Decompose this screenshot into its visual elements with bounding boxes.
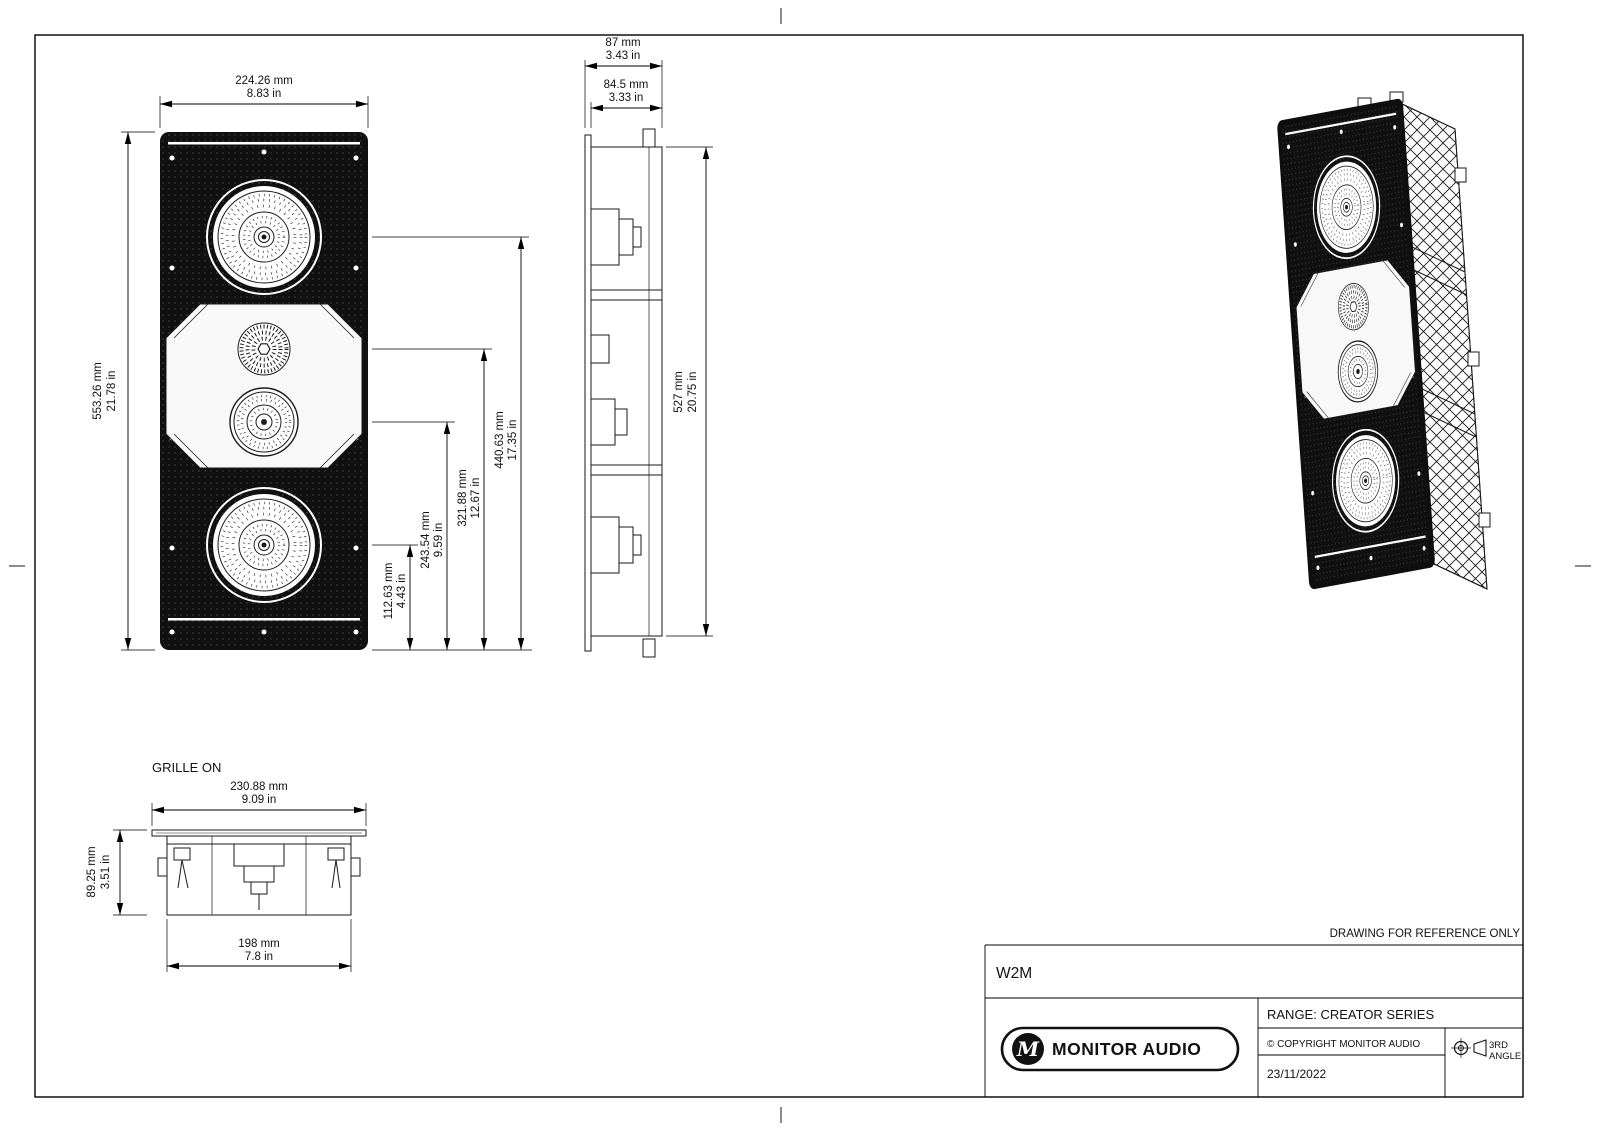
dim-front-width: 224.26 mm 8.83 in <box>159 75 369 128</box>
date-label: 23/11/2022 <box>1267 1067 1326 1081</box>
iso-divider-ribs <box>1409 245 1477 438</box>
grille-view-label: GRILLE ON <box>152 760 221 775</box>
dim-side-height-in: 20.75 in <box>687 372 699 413</box>
dim-side-depth-body-mm: 84.5 mm <box>604 79 649 91</box>
dim-grille-height: 89.25 mm 3.51 in <box>86 829 147 916</box>
dim-grille-width: 230.88 mm 9.09 in <box>151 781 367 826</box>
dim-grille-cutout-in: 7.8 in <box>245 951 273 963</box>
reference-note: DRAWING FOR REFERENCE ONLY <box>1330 928 1521 940</box>
dim-offset-2-mm: 243.54 mm <box>420 511 432 569</box>
dim-grille-height-in: 3.51 in <box>100 855 112 890</box>
dim-offset-3-mm: 321.88 mm <box>457 469 469 527</box>
copyright-label: © COPYRIGHT MONITOR AUDIO <box>1267 1039 1420 1050</box>
side-profile-drawing <box>584 128 663 658</box>
dim-side-depth-overall: 87 mm 3.43 in <box>584 37 663 128</box>
sheet-border <box>34 34 1524 1098</box>
grille-view: GRILLE ON 230.88 mm <box>86 760 367 972</box>
projection-label-line2: ANGLE <box>1489 1051 1521 1062</box>
brand-name: MONITOR AUDIO <box>1052 1039 1201 1059</box>
dim-front-width-mm: 224.26 mm <box>235 75 293 87</box>
side-view: 87 mm 3.43 in 84.5 mm 3.33 in 527 mm 20.… <box>584 37 713 658</box>
range-label: RANGE: CREATOR SERIES <box>1267 1007 1434 1022</box>
dim-front-offsets: 112.63 mm 4.43 in 243.54 mm 9.59 in 321.… <box>372 236 532 651</box>
dim-offset-1-in: 4.43 in <box>396 574 408 609</box>
dim-front-height-in: 21.78 in <box>106 371 118 412</box>
dim-offset-1-mm: 112.63 mm <box>383 563 395 620</box>
dim-side-depth-body-in: 3.33 in <box>609 92 644 104</box>
dim-grille-width-mm: 230.88 mm <box>230 781 288 793</box>
dim-offset-2-in: 9.59 in <box>433 523 445 558</box>
front-baffle-drawing <box>160 132 368 650</box>
iso-front-baffle <box>1277 98 1435 590</box>
grille-profile-drawing <box>151 829 367 916</box>
third-angle-projection-icon <box>1451 1038 1487 1058</box>
dim-offset-4-mm: 440.63 mm <box>494 411 506 469</box>
dim-offset-3-in: 12.67 in <box>470 478 482 519</box>
projection-label-line1: 3RD <box>1489 1040 1508 1051</box>
dim-grille-cutout: 198 mm 7.8 in <box>166 919 352 972</box>
dim-side-height-mm: 527 mm <box>673 371 685 413</box>
registration-ticks <box>9 8 1591 1123</box>
dim-side-height: 527 mm 20.75 in <box>666 146 713 637</box>
dim-side-depth-overall-in: 3.43 in <box>606 50 641 62</box>
dim-side-depth-body: 84.5 mm 3.33 in <box>590 79 662 128</box>
dim-offset-4-in: 17.35 in <box>507 420 519 461</box>
dim-front-height: 553.26 mm 21.78 in <box>92 131 155 651</box>
dim-grille-height-mm: 89.25 mm <box>86 846 98 897</box>
dim-grille-width-in: 9.09 in <box>242 794 277 806</box>
front-view: 224.26 mm 8.83 in 553.26 mm 21.78 in 112… <box>92 75 532 650</box>
model-name: W2M <box>996 965 1032 982</box>
dim-side-depth-overall-mm: 87 mm <box>605 37 640 49</box>
isometric-view <box>1277 91 1491 590</box>
dim-front-height-mm: 553.26 mm <box>92 362 104 420</box>
brand-monogram: M <box>1016 1037 1040 1061</box>
dim-front-width-in: 8.83 in <box>247 88 282 100</box>
iso-clamp-tabs <box>1357 91 1491 528</box>
title-block: DRAWING FOR REFERENCE ONLY W2M M MONITOR… <box>984 928 1523 1097</box>
dim-grille-cutout-mm: 198 mm <box>238 938 280 950</box>
brand-logo: M MONITOR AUDIO <box>1000 1026 1240 1072</box>
